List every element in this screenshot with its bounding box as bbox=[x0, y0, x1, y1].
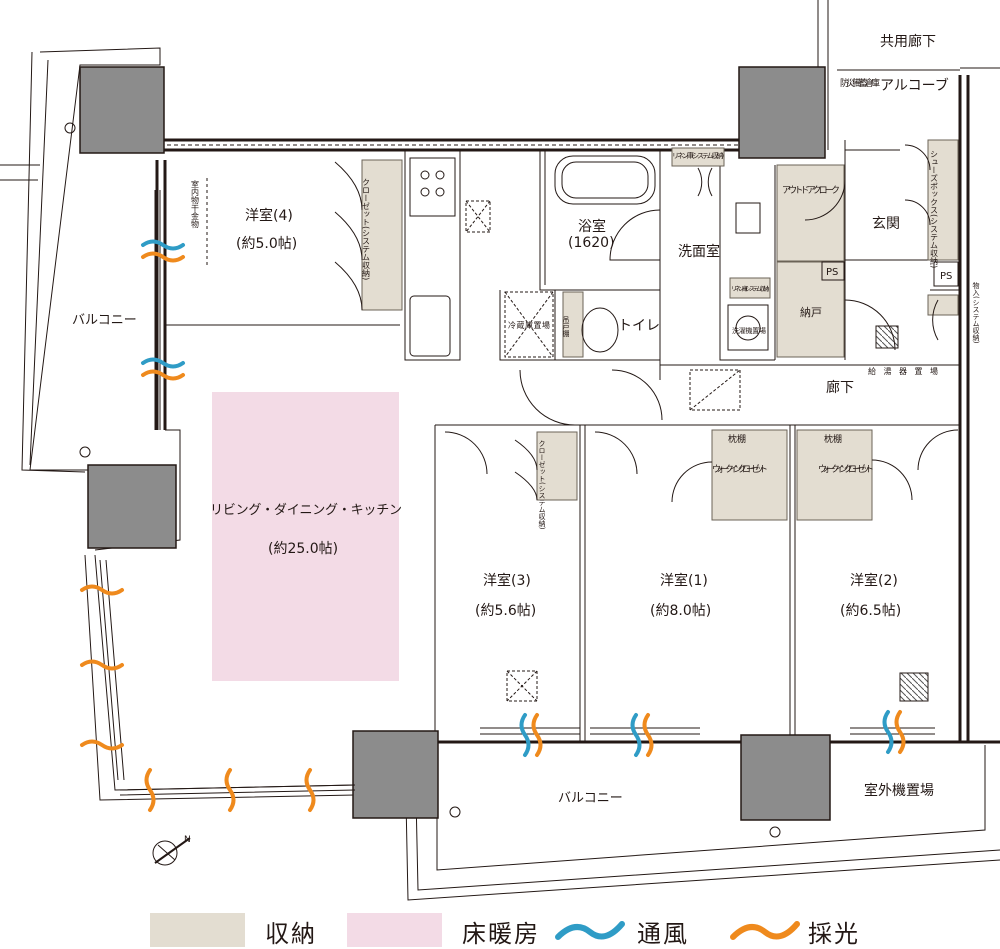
label-linen-top: リネン庫(システム収納) bbox=[672, 151, 724, 160]
label-pillow1: 枕棚 bbox=[728, 433, 746, 445]
label-closet-sys: クローゼット(システム収納) bbox=[362, 178, 371, 280]
label-ldk: リビング・ダイニング・キッチン bbox=[210, 503, 402, 518]
legend-storage-label: 収納 bbox=[265, 920, 317, 948]
label-corridor-common: 共用廊下 bbox=[880, 33, 936, 50]
label-western4: 洋室(4) bbox=[245, 207, 293, 224]
pillar-s1 bbox=[352, 730, 439, 819]
label-linen-mid: リネン庫(システム収納) bbox=[731, 285, 769, 293]
floor-heating-area bbox=[212, 392, 399, 681]
label-washroom: 洗面室 bbox=[678, 243, 720, 260]
legend-storage-swatch bbox=[150, 913, 245, 947]
legend-ventilation-icon bbox=[555, 921, 625, 940]
label-shelf: 吊戸棚 bbox=[562, 316, 570, 338]
legend-floor-heating-swatch bbox=[347, 913, 442, 947]
label-western3: 洋室(3) bbox=[483, 572, 531, 589]
label-water-heater: 給湯器置場 bbox=[868, 366, 938, 376]
label-toilet: トイレ bbox=[618, 318, 660, 334]
label-balcony-west: バルコニー bbox=[72, 313, 137, 328]
label-hanger: 室内物干金物 bbox=[191, 179, 200, 229]
storage-areas bbox=[361, 139, 959, 521]
label-ldk-size: (約25.0帖) bbox=[268, 541, 338, 557]
label-western2: 洋室(2) bbox=[850, 572, 898, 589]
label-western1: 洋室(1) bbox=[660, 572, 708, 589]
legend-daylight-icon bbox=[730, 921, 800, 940]
fixtures bbox=[206, 149, 929, 702]
legend-daylight-label: 採光 bbox=[808, 920, 860, 948]
label-washer: 洗濯機置場 bbox=[732, 326, 766, 335]
label-shoe-box: シューズボックス(システム収納) bbox=[930, 150, 939, 268]
label-ps1: PS bbox=[826, 267, 838, 278]
legend-ventilation-label: 通風 bbox=[637, 920, 689, 948]
label-western2-size: (約6.5帖) bbox=[840, 603, 901, 619]
label-ps2: PS bbox=[940, 271, 952, 282]
label-western3-size: (約5.6帖) bbox=[475, 603, 536, 619]
label-pantry: 納戸 bbox=[800, 306, 822, 319]
label-wic2: ウォークインクローゼット bbox=[818, 463, 874, 475]
label-disaster-storage: 防災備蓄倉庫 bbox=[840, 77, 880, 89]
pillar-w bbox=[87, 464, 177, 549]
label-bath: 浴室 bbox=[578, 218, 606, 235]
doors bbox=[334, 144, 959, 503]
label-bath-size: (1620) bbox=[568, 235, 615, 251]
label-wic1: ウォークインクローゼット bbox=[712, 463, 768, 475]
label-pillow2: 枕棚 bbox=[824, 433, 842, 445]
floor-plan: 共用廊下 アルコーブ 防災備蓄倉庫 洋室(4) (約5.0帖) 室内物干金物 ク… bbox=[0, 0, 1000, 901]
label-balcony-south: バルコニー bbox=[558, 791, 623, 806]
pillar-ne bbox=[738, 66, 826, 159]
balcony-west bbox=[0, 47, 161, 473]
label-alcove: アルコーブ bbox=[880, 77, 949, 94]
label-ac-unit: 室外機置場 bbox=[864, 782, 934, 799]
label-closet3: クローゼット(システム収納) bbox=[538, 440, 546, 530]
pillars bbox=[79, 66, 831, 821]
label-fridge: 冷蔵庫置場 bbox=[508, 320, 550, 330]
label-entrance: 玄関 bbox=[872, 215, 900, 232]
label-hallway: 廊下 bbox=[826, 379, 854, 396]
pillar-nw bbox=[79, 66, 165, 154]
label-storage-sys: 物入(システム収納) bbox=[972, 281, 980, 344]
ventilation-indicators bbox=[80, 239, 906, 812]
pillar-s2 bbox=[740, 734, 831, 821]
label-outdoor-cloak: アウトドアクローク bbox=[782, 185, 840, 196]
label-western1-size: (約8.0帖) bbox=[650, 603, 711, 619]
legend-floor-heating-label: 床暖房 bbox=[462, 920, 540, 948]
label-north: N bbox=[184, 835, 191, 845]
compass-icon bbox=[152, 837, 191, 866]
label-western4-size: (約5.0帖) bbox=[236, 236, 297, 252]
